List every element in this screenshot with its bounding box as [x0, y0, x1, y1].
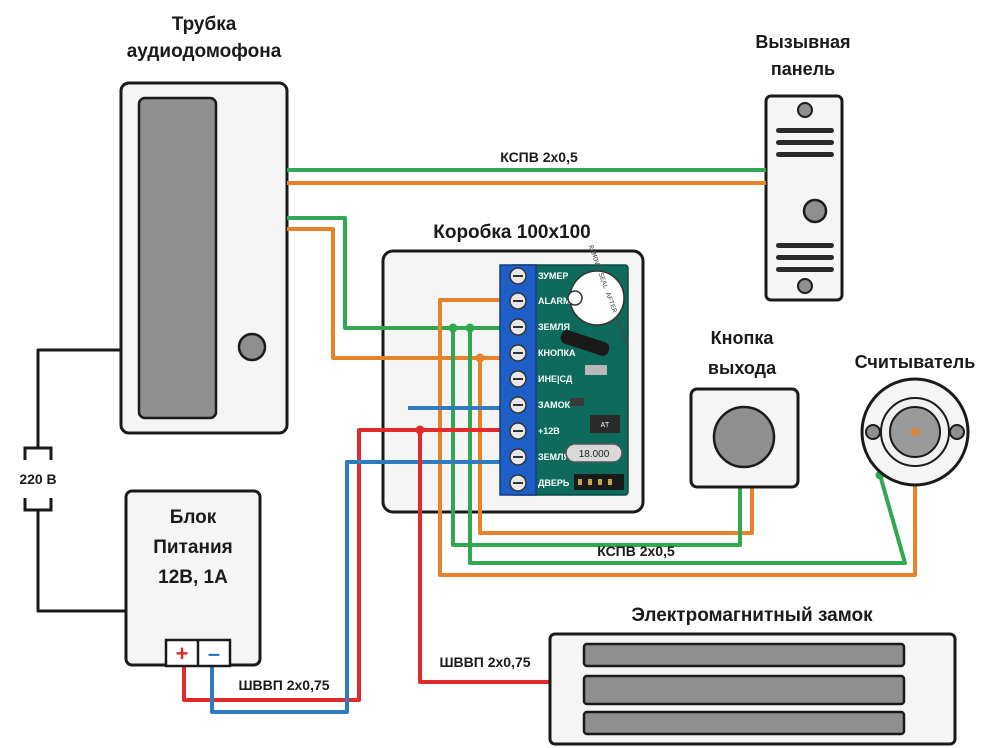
cable-label-top: КСПВ 2х0,5: [500, 149, 578, 165]
psu-title-line2: Питания: [153, 537, 232, 558]
intercom-handset: [119, 81, 289, 435]
electromagnetic-lock: [548, 632, 957, 746]
exit-button-title-line2: выхода: [708, 358, 777, 378]
call-panel-title-line2: панель: [771, 59, 835, 79]
mcu-chip-label: AT: [601, 422, 609, 430]
wire-black-mains-psu: [36, 510, 126, 613]
psu-plus-terminal: +: [176, 641, 189, 666]
exit-button: [689, 387, 800, 489]
wire-black-mains: [36, 348, 121, 448]
wire-green-reader: [468, 328, 907, 565]
mains-voltage-label: 220 В: [19, 471, 56, 487]
terminal-label-2: ALARM: [538, 296, 571, 306]
crystal-label: 18.000: [579, 449, 610, 460]
junction-box-title: Коробка 100х100: [433, 222, 590, 243]
wires: [36, 168, 917, 714]
terminal-label-7: +12В: [538, 426, 560, 436]
wire-orange-button: [478, 358, 754, 535]
capacitor: [560, 330, 610, 356]
reader-title: Считыватель: [855, 352, 976, 372]
call-panel: [764, 94, 844, 302]
mains-plug: [23, 446, 53, 512]
cable-label-psu: ШВВП 2х0,75: [238, 677, 329, 693]
cable-label-lock: ШВВП 2х0,75: [439, 654, 530, 670]
terminal-label-8: ЗЕМЛЯ: [538, 452, 570, 462]
psu-title-line3: 12В, 1А: [158, 567, 228, 588]
terminal-label-6: ЗАМОК: [538, 400, 571, 410]
psu-title-line1: Блок: [170, 507, 217, 528]
terminal-label-4: КНОПКА: [538, 348, 576, 358]
wire-green-button: [451, 328, 742, 547]
power-supply: [124, 489, 262, 668]
mcu-chip: [590, 415, 620, 433]
terminal-label-5: ИНЕ|СД: [538, 374, 573, 384]
exit-button-title-line1: Кнопка: [711, 328, 775, 348]
crystal: [565, 443, 623, 463]
cable-label-bottom: КСПВ 2х0,5: [597, 543, 675, 559]
terminal-label-1: ЗУМЕР: [538, 271, 568, 281]
lock-title: Электромагнитный замок: [631, 605, 873, 626]
wire-blue-psu: [210, 460, 510, 714]
psu-minus-terminal: –: [208, 641, 220, 666]
terminal-label-9: ДВЕРЬ: [538, 478, 570, 488]
wire-red-lock: [418, 430, 550, 684]
wire-orange-alarm-drop: [438, 298, 917, 577]
handset-title-line2: аудиодомофона: [127, 41, 282, 62]
wire-green-handset-board: [287, 216, 510, 330]
controller-board: ЗУМЕР ALARM ЗЕМЛЯ КНОПКА ИНЕ|СД ЗАМОК +1…: [499, 244, 629, 496]
handset-title-line1: Трубка: [172, 14, 237, 35]
terminal-label-3: ЗЕМЛЯ: [538, 322, 570, 332]
call-panel-title-line1: Вызывная: [755, 32, 850, 52]
wire-red-psu: [182, 428, 510, 702]
card-reader: [860, 377, 970, 487]
wire-orange-handset-board: [287, 227, 510, 360]
